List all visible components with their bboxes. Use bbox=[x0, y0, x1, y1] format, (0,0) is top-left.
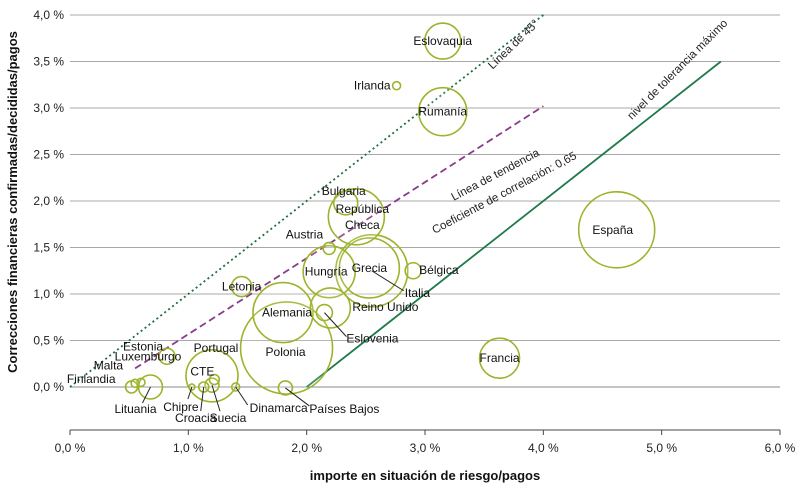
bubble-label: Rumanía bbox=[418, 105, 467, 119]
leader-lines bbox=[142, 270, 405, 412]
bubble-label: Finlandia bbox=[67, 372, 116, 386]
bubble-label: Letonia bbox=[222, 280, 262, 294]
leader-line bbox=[371, 270, 405, 292]
y-tick-labels: 0,0 % 0,5 % 1,0 % 1,5 % 2,0 % 2,5 % 3,0 % 3,5 %… bbox=[33, 8, 64, 394]
line-annotations: Línea de 45°Línea de tendenciaCoeficient… bbox=[430, 17, 730, 236]
bubble-label: Austria bbox=[286, 227, 324, 241]
y-tick-label: 2,0 % bbox=[33, 194, 64, 208]
bubble-label: Estonia bbox=[123, 339, 163, 353]
leader-line bbox=[200, 386, 205, 412]
bubble-12 bbox=[252, 281, 314, 344]
leader-line bbox=[142, 386, 151, 404]
bubble-labels: EslovaquiaIrlandaRumaníaBulgariaRepúblic… bbox=[67, 34, 634, 425]
y-tick-label: 1,0 % bbox=[33, 287, 64, 301]
x-tick-label: 4,0 % bbox=[528, 441, 559, 455]
x-tick-label: 1,0 % bbox=[173, 441, 204, 455]
bubble-label: Eslovenia bbox=[346, 332, 398, 346]
bubble-11 bbox=[230, 275, 253, 298]
reference-line-0 bbox=[69, 14, 544, 388]
bubbles bbox=[124, 22, 656, 403]
y-tick-label: 0,0 % bbox=[33, 380, 64, 394]
x-tick-label: 0,0 % bbox=[55, 441, 86, 455]
bubble-6 bbox=[577, 191, 656, 269]
bubble-label: Luxemburgo bbox=[115, 349, 182, 363]
bubble-8 bbox=[338, 237, 401, 299]
x-tick-labels: 0,0 % 1,0 % 2,0 % 3,0 % 4,0 % 5,0 % 6,0 % bbox=[55, 430, 796, 455]
bubble-label: Eslovaquia bbox=[413, 34, 472, 48]
bubble-label: Italia bbox=[405, 286, 431, 300]
x-tick-label: 3,0 % bbox=[410, 441, 441, 455]
bubble-label: Dinamarca bbox=[250, 401, 308, 415]
y-axis-title: Correcciones financieras confirmadas/dec… bbox=[5, 31, 20, 373]
bubble-16 bbox=[478, 337, 521, 379]
bubble-4 bbox=[327, 188, 386, 246]
reference-line-1 bbox=[134, 105, 544, 370]
bubble-label: CTE bbox=[190, 365, 214, 379]
x-tick-label: 2,0 % bbox=[291, 441, 322, 455]
bubble-label: Bulgaria bbox=[322, 184, 366, 198]
reference-lines bbox=[69, 14, 722, 388]
bubble-0 bbox=[423, 22, 462, 60]
bubble-label: Hungría bbox=[305, 265, 348, 279]
leader-line bbox=[285, 387, 310, 407]
leader-line bbox=[235, 386, 249, 406]
bubble-label: Bélgica bbox=[419, 263, 459, 277]
line-annotation-0: Línea de 45° bbox=[486, 18, 541, 72]
bubble-10 bbox=[404, 261, 422, 280]
bubble-5 bbox=[322, 241, 336, 256]
bubble-17 bbox=[158, 347, 176, 366]
leader-line bbox=[211, 384, 221, 412]
reference-line-2 bbox=[306, 60, 722, 388]
bubble-label: Francia bbox=[480, 351, 520, 365]
bubble-23 bbox=[208, 373, 221, 386]
bubble-label: Polonia bbox=[266, 345, 306, 359]
bubble-label: Reino Unido bbox=[352, 300, 418, 314]
x-tick-label: 6,0 % bbox=[765, 441, 796, 455]
bubble-label: Alemania bbox=[262, 306, 312, 320]
bubble-label: Croacia bbox=[175, 411, 217, 425]
bubble-label: Irlanda bbox=[354, 79, 391, 93]
bubble-label: Malta bbox=[94, 358, 124, 372]
bubble-label: Grecia bbox=[352, 261, 388, 275]
bubble-label: España bbox=[592, 223, 633, 237]
bubble-label: Portugal bbox=[194, 341, 239, 355]
bubble-label: Países Bajos bbox=[309, 402, 379, 416]
y-tick-label: 0,5 % bbox=[33, 334, 64, 348]
y-tick-label: 2,5 % bbox=[33, 148, 64, 162]
leader-line bbox=[324, 312, 347, 337]
x-tick-label: 5,0 % bbox=[646, 441, 677, 455]
bubble-3 bbox=[332, 190, 359, 216]
bubble-label: Suecia bbox=[210, 411, 247, 425]
line-annotation-3: nivel de tolerancia máximo bbox=[625, 17, 730, 122]
y-tick-label: 3,0 % bbox=[33, 101, 64, 115]
bubble-label: Chipre bbox=[163, 400, 199, 414]
bubble-7 bbox=[302, 244, 356, 299]
bubble-19 bbox=[130, 378, 140, 389]
y-tick-label: 4,0 % bbox=[33, 8, 64, 22]
leader-line bbox=[187, 386, 193, 400]
bubble-15 bbox=[239, 301, 334, 395]
bubble-label: Lituania bbox=[114, 402, 156, 416]
y-tick-label: 3,5 % bbox=[33, 55, 64, 69]
y-tick-label: 1,5 % bbox=[33, 241, 64, 255]
bubble-2 bbox=[417, 86, 468, 137]
bubble-1 bbox=[391, 80, 402, 91]
x-axis-title: importe en situación de riesgo/pagos bbox=[310, 468, 540, 483]
